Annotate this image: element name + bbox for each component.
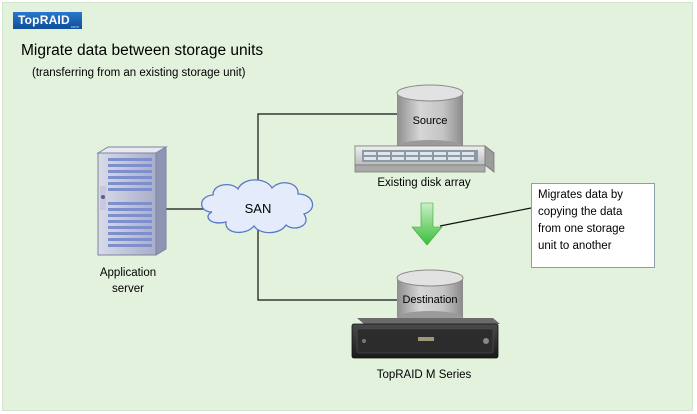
logo-text: TopRAID bbox=[18, 13, 70, 27]
server-icon bbox=[96, 146, 168, 256]
callout-line: copying the data bbox=[538, 206, 623, 218]
application-server-label-line1: Application bbox=[99, 267, 157, 279]
existing-disk-array-icon bbox=[353, 145, 496, 173]
source-label: Source bbox=[412, 115, 448, 127]
callout-pointer bbox=[439, 207, 532, 227]
topraid-logo: TopRAID com bbox=[13, 12, 82, 29]
san-cloud bbox=[200, 179, 314, 234]
existing-disk-array-label: Existing disk array bbox=[377, 177, 471, 189]
logo-subtext: com bbox=[70, 24, 79, 29]
callout-line: from one storage bbox=[538, 223, 625, 235]
callout-line: Migrates data by bbox=[538, 189, 624, 201]
migration-callout: Migrates data by copying the data from o… bbox=[531, 183, 655, 268]
connection-lines bbox=[157, 113, 532, 301]
page-title: Migrate data between storage units bbox=[21, 42, 264, 59]
san-label: SAN bbox=[244, 201, 272, 216]
destination-label: Destination bbox=[402, 294, 458, 306]
san-destination-link bbox=[257, 226, 397, 301]
topraid-m-series-icon bbox=[351, 318, 500, 359]
page-subtitle: (transferring from an existing storage u… bbox=[32, 67, 246, 79]
migration-arrow-icon bbox=[411, 202, 443, 246]
san-source-link bbox=[257, 113, 397, 195]
topraid-m-series-label: TopRAID M Series bbox=[376, 369, 472, 381]
application-server-label-line2: server bbox=[112, 283, 144, 295]
callout-line: unit to another bbox=[538, 240, 612, 252]
